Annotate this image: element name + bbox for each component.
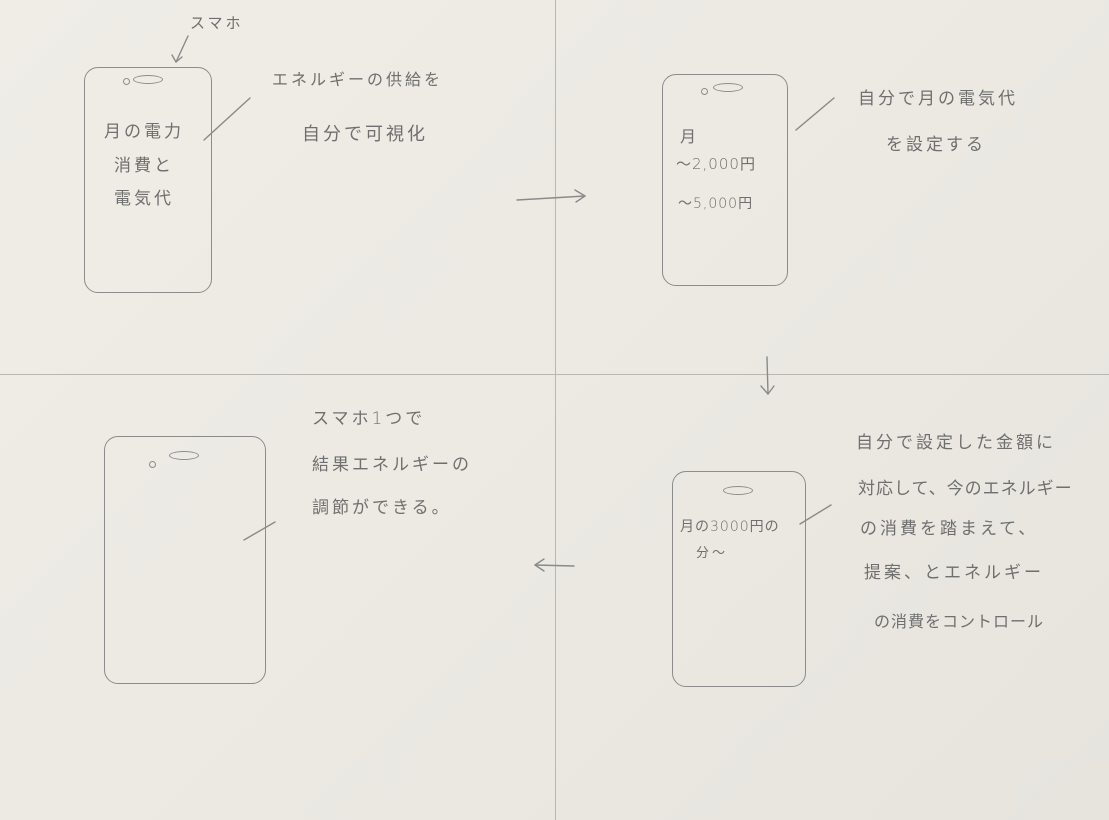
horizontal-fold-line — [0, 374, 1109, 375]
camera-icon — [149, 461, 156, 468]
down-arrow — [766, 356, 769, 395]
speaker-icon — [713, 83, 743, 92]
phone-label-pointer — [175, 35, 189, 63]
screen-text-2a: 月 — [680, 127, 700, 146]
caption-3c: の消費を踏まえて、 — [860, 519, 1039, 539]
caption-1a: エネルギーの供給を — [272, 70, 444, 89]
screen-text-1a: 月の電力 — [104, 122, 184, 142]
speaker-icon — [723, 486, 753, 495]
caption-pointer-2 — [795, 97, 835, 131]
screen-text-2b: 〜2,000円 — [676, 155, 756, 173]
phone-sketch-3 — [672, 471, 806, 687]
caption-1b: 自分で可視化 — [302, 124, 428, 145]
caption-3b: 対応して、今のエネルギー — [858, 479, 1073, 499]
phone-sketch-1 — [84, 67, 212, 293]
screen-text-1c: 電気代 — [114, 189, 174, 209]
phone-sketch-2 — [662, 74, 788, 286]
camera-icon — [701, 88, 708, 95]
caption-4c: 調節ができる。 — [312, 498, 452, 518]
speaker-icon — [133, 75, 163, 84]
caption-2b: を設定する — [886, 135, 986, 155]
screen-text-1b: 消費と — [114, 156, 174, 176]
caption-4a: スマホ1つで — [312, 409, 426, 429]
phone-label: スマホ — [190, 14, 244, 32]
caption-3d: 提案、とエネルギー — [864, 563, 1044, 583]
caption-pointer-4 — [243, 521, 276, 541]
screen-text-3a: 月の3000円の — [680, 519, 780, 535]
screen-text-3b: 分〜 — [696, 546, 729, 561]
caption-3a: 自分で設定した金額に — [856, 433, 1056, 453]
caption-2a: 自分で月の電気代 — [858, 89, 1018, 109]
phone-sketch-4 — [104, 436, 266, 684]
vertical-fold-line — [555, 0, 556, 820]
speaker-icon — [169, 451, 199, 460]
camera-icon — [123, 78, 130, 85]
screen-text-2c: 〜5,000円 — [678, 196, 754, 212]
left-arrow — [534, 564, 575, 567]
right-arrow — [516, 195, 586, 201]
caption-4b: 結果エネルギーの — [312, 455, 472, 475]
caption-3e: の消費をコントロール — [874, 612, 1045, 631]
